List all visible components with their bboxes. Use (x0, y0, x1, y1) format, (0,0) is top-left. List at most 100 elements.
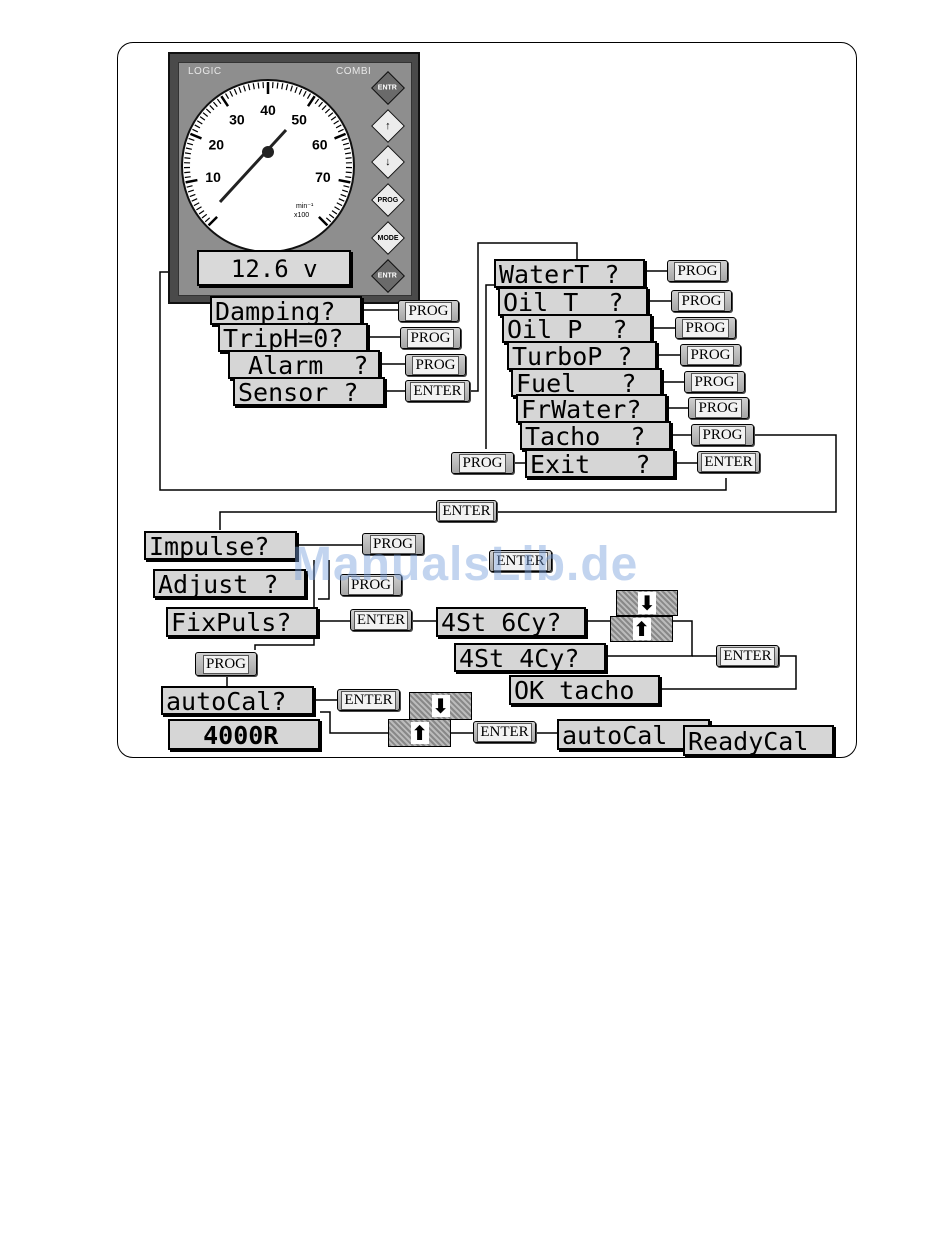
dial-minor-tick (298, 88, 303, 95)
dial-minor-tick (325, 217, 332, 223)
prog-button[interactable]: PROG (667, 260, 728, 282)
calib-rpm-value: 4000R (168, 719, 320, 750)
sensor-tacho: Tacho ? (520, 421, 671, 450)
prog-button[interactable]: PROG (691, 424, 754, 446)
dial-minor-tick (290, 85, 293, 92)
up-arrow-button[interactable]: ⬆ (388, 719, 451, 747)
dial-major-tick (189, 132, 202, 140)
dial-minor-tick (330, 116, 337, 121)
menu-sensor: Sensor ? (233, 377, 385, 406)
dial-minor-tick (185, 147, 192, 150)
dial-minor-tick (324, 108, 331, 114)
enter-button[interactable]: ENTER (489, 550, 552, 572)
up-arrow-icon: ⬆ (410, 721, 429, 745)
dial-major-tick (220, 95, 230, 107)
up-arrow-icon: ⬆ (632, 617, 651, 641)
dial-minor-tick (189, 193, 196, 198)
dial-major-tick (338, 178, 351, 184)
sensor-fuel: Fuel ? (511, 368, 662, 397)
dial-minor-tick (334, 206, 340, 211)
dial-number-label: 70 (315, 169, 331, 185)
prog-button[interactable]: PROG (680, 344, 741, 366)
brand-logic: LOGIC (188, 66, 222, 77)
prog-button[interactable]: PROG (400, 327, 461, 349)
down-arrow-button[interactable]: ⬇ (616, 590, 678, 616)
sensor-oil-pressure: Oil P ? (502, 314, 652, 343)
dial-number-label: 40 (260, 102, 276, 118)
dial-major-tick (207, 216, 218, 227)
dial-minor-tick (205, 108, 212, 114)
dial-minor-tick (194, 124, 201, 129)
dial-minor-tick (340, 193, 347, 198)
down-arrow-icon: ⬇ (431, 694, 450, 718)
enter-button[interactable]: ENTER (716, 645, 779, 667)
sensor-water-temp: WaterT ? (494, 259, 645, 288)
dial-major-tick (318, 216, 329, 227)
enter-button[interactable]: ENTER (337, 689, 400, 711)
sensor-exit: Exit ? (525, 449, 675, 478)
voltage-display: 12.6 v (197, 250, 351, 286)
prog-button[interactable]: PROG (684, 371, 745, 393)
down-arrow-icon: ⬇ (638, 591, 656, 615)
menu-alarm: Alarm ? (228, 350, 380, 379)
dial-number-label: 10 (205, 169, 221, 185)
dial-minor-tick (252, 83, 255, 90)
down-arrow-button[interactable]: ⬇ (409, 692, 472, 720)
calib-ready: ReadyCal (683, 725, 834, 756)
dial-minor-tick (327, 112, 334, 117)
calib-auto-cal: autoCal? (161, 686, 314, 715)
sensor-oil-temp: Oil T ? (498, 287, 648, 316)
dial-minor-tick (276, 82, 279, 89)
dial-minor-tick (344, 147, 351, 150)
dial-minor-tick (212, 101, 218, 108)
prog-button[interactable]: PROG (340, 574, 402, 596)
dial-minor-tick (186, 185, 193, 188)
dial-minor-tick (196, 120, 203, 125)
option-ok-tacho: OK tacho (509, 675, 660, 705)
dial-minor-tick (202, 112, 209, 117)
dial-minor-tick (186, 142, 194, 146)
sensor-turbo-pressure: TurboP ? (507, 341, 657, 370)
tacho-impulse: Impulse? (144, 531, 297, 560)
dial-minor-tick (306, 93, 311, 100)
enter-button[interactable]: ENTER (350, 609, 412, 631)
dial-minor-tick (345, 176, 352, 179)
dial-minor-tick (344, 152, 352, 155)
prog-button[interactable]: PROG (405, 354, 466, 376)
enter-button[interactable]: ENTER (473, 721, 536, 743)
dial-minor-tick (196, 206, 202, 211)
dial-minor-tick (342, 142, 350, 146)
dial-major-tick (306, 95, 316, 107)
dial-minor-tick (216, 98, 222, 105)
diagram-frame (117, 42, 857, 758)
prog-button[interactable]: PROG (688, 397, 749, 419)
sensor-fresh-water: FrWater? (516, 394, 667, 423)
prog-button[interactable]: PROG (195, 652, 257, 676)
dial-minor-tick (338, 198, 345, 202)
prog-button[interactable]: PROG (675, 317, 736, 339)
prog-button[interactable]: PROG (398, 300, 459, 322)
dial-minor-tick (192, 128, 199, 133)
up-arrow-button[interactable]: ⬆ (610, 616, 673, 642)
dial-minor-tick (184, 176, 191, 179)
dial-minor-tick (302, 90, 307, 97)
menu-trip-reset: TripH=0? (218, 323, 368, 352)
option-4-stroke-4-cylinder: 4St 4Cy? (454, 643, 606, 672)
prog-button[interactable]: PROG (362, 533, 424, 555)
dial-number-label: 20 (208, 137, 224, 153)
dial-minor-tick (314, 98, 320, 105)
enter-button[interactable]: ENTER (436, 500, 497, 522)
enter-button[interactable]: ENTER (405, 380, 470, 402)
menu-damping: Damping? (210, 296, 362, 325)
dial-minor-tick (209, 105, 215, 111)
brand-combi: COMBI (336, 66, 372, 77)
dial-minor-tick (331, 210, 338, 215)
dial-minor-tick (193, 202, 200, 207)
prog-button[interactable]: PROG (451, 452, 514, 474)
dial-minor-tick (345, 157, 352, 159)
prog-button[interactable]: PROG (671, 290, 732, 312)
dial-minor-tick (285, 84, 289, 91)
enter-button[interactable]: ENTER (697, 451, 760, 473)
